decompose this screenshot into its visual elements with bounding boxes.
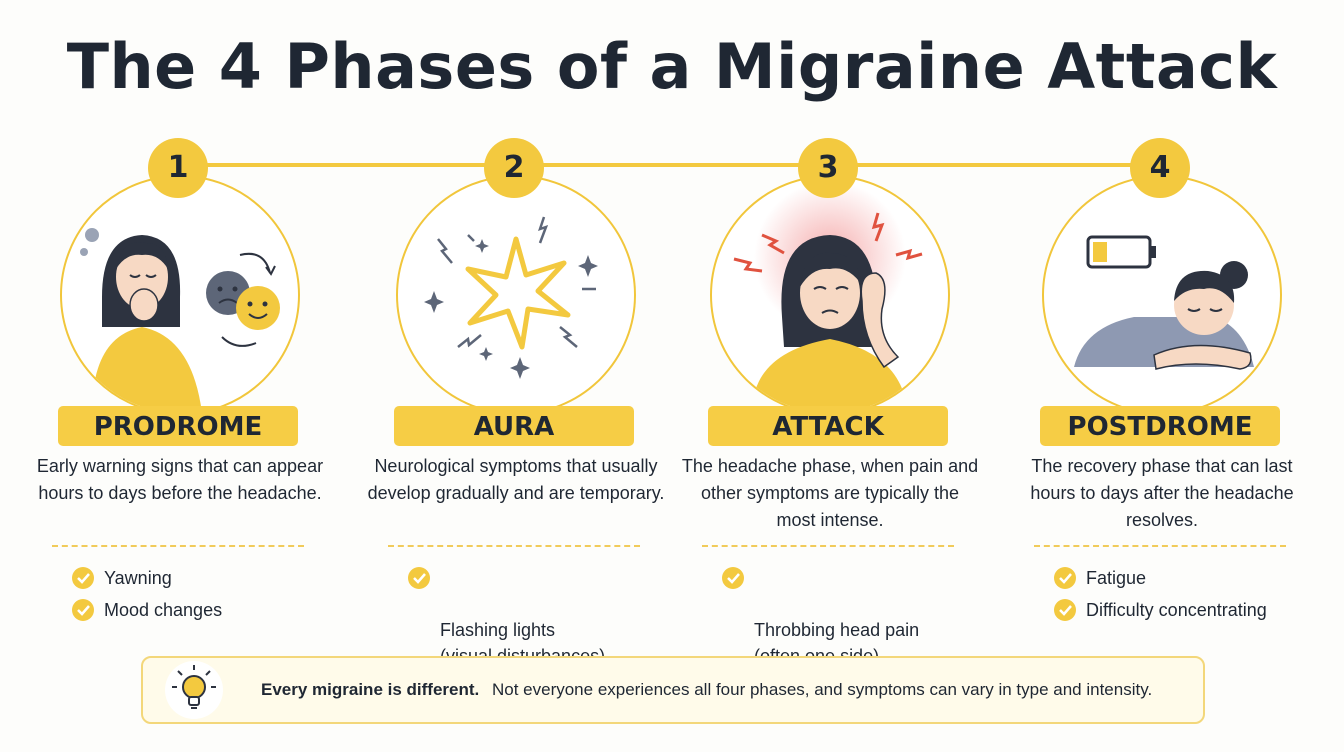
dashed-divider [52,545,304,547]
symptom-list: Fatigue Difficulty concentrating [1054,565,1304,629]
note-text: Every migraine is different. Not everyon… [261,658,1152,722]
prodrome-illustration [60,175,300,415]
check-icon [72,599,94,621]
phase-description: The recovery phase that can last hours t… [1030,456,1294,530]
phase-description: Early warning signs that can appear hour… [36,456,324,503]
symptom-list: Yawning Mood changes [72,565,322,629]
list-item: Mood changes [72,597,322,623]
dashed-divider [1034,545,1286,547]
phase-name-label: AURA [394,406,634,446]
postdrome-illustration [1042,175,1282,415]
aura-illustration [396,175,636,415]
phase-card-attack: 3 ATTACK The headache phase, when pain a… [680,0,980,666]
list-item: Yawning [72,565,322,591]
list-item: Fatigue [1054,565,1304,591]
phase-card-postdrome: 4 POSTDROME The recovery phase that can … [1012,0,1312,640]
dashed-divider [388,545,640,547]
phase-number-badge: 3 [798,138,858,198]
page-title: The 4 Phases of a Migraine Attack [66,30,1278,103]
check-icon [1054,567,1076,589]
check-icon [72,567,94,589]
phase-name-label: PRODROME [58,406,298,446]
lightbulb-icon [165,661,223,719]
note-headline: Every migraine is different. [261,680,480,699]
phase-name-label: ATTACK [708,406,948,446]
timeline-connector [180,163,1160,167]
dashed-divider [702,545,954,547]
info-note: Every migraine is different. Not everyon… [141,656,1205,724]
list-item: Difficulty concentrating [1054,597,1304,623]
check-icon [722,567,744,589]
phase-number-badge: 2 [484,138,544,198]
note-body: Not everyone experiences all four phases… [491,680,1153,699]
phase-description: The headache phase, when pain and other … [681,456,979,530]
list-item: Flashing lights (visual disturbances) [408,565,658,669]
attack-illustration [710,175,950,415]
list-item: Throbbing head pain (often one side) [722,565,972,669]
phase-number-badge: 1 [148,138,208,198]
phase-card-aura: 2 AURA Neurological symptoms that usuall… [366,0,666,666]
phase-name-label: POSTDROME [1040,406,1280,446]
phase-description: Neurological symptoms that usually devel… [367,456,665,503]
check-icon [408,567,430,589]
check-icon [1054,599,1076,621]
phase-number-badge: 4 [1130,138,1190,198]
phase-card-prodrome: 1 PRODROME Early warning signs that can … [30,0,330,640]
